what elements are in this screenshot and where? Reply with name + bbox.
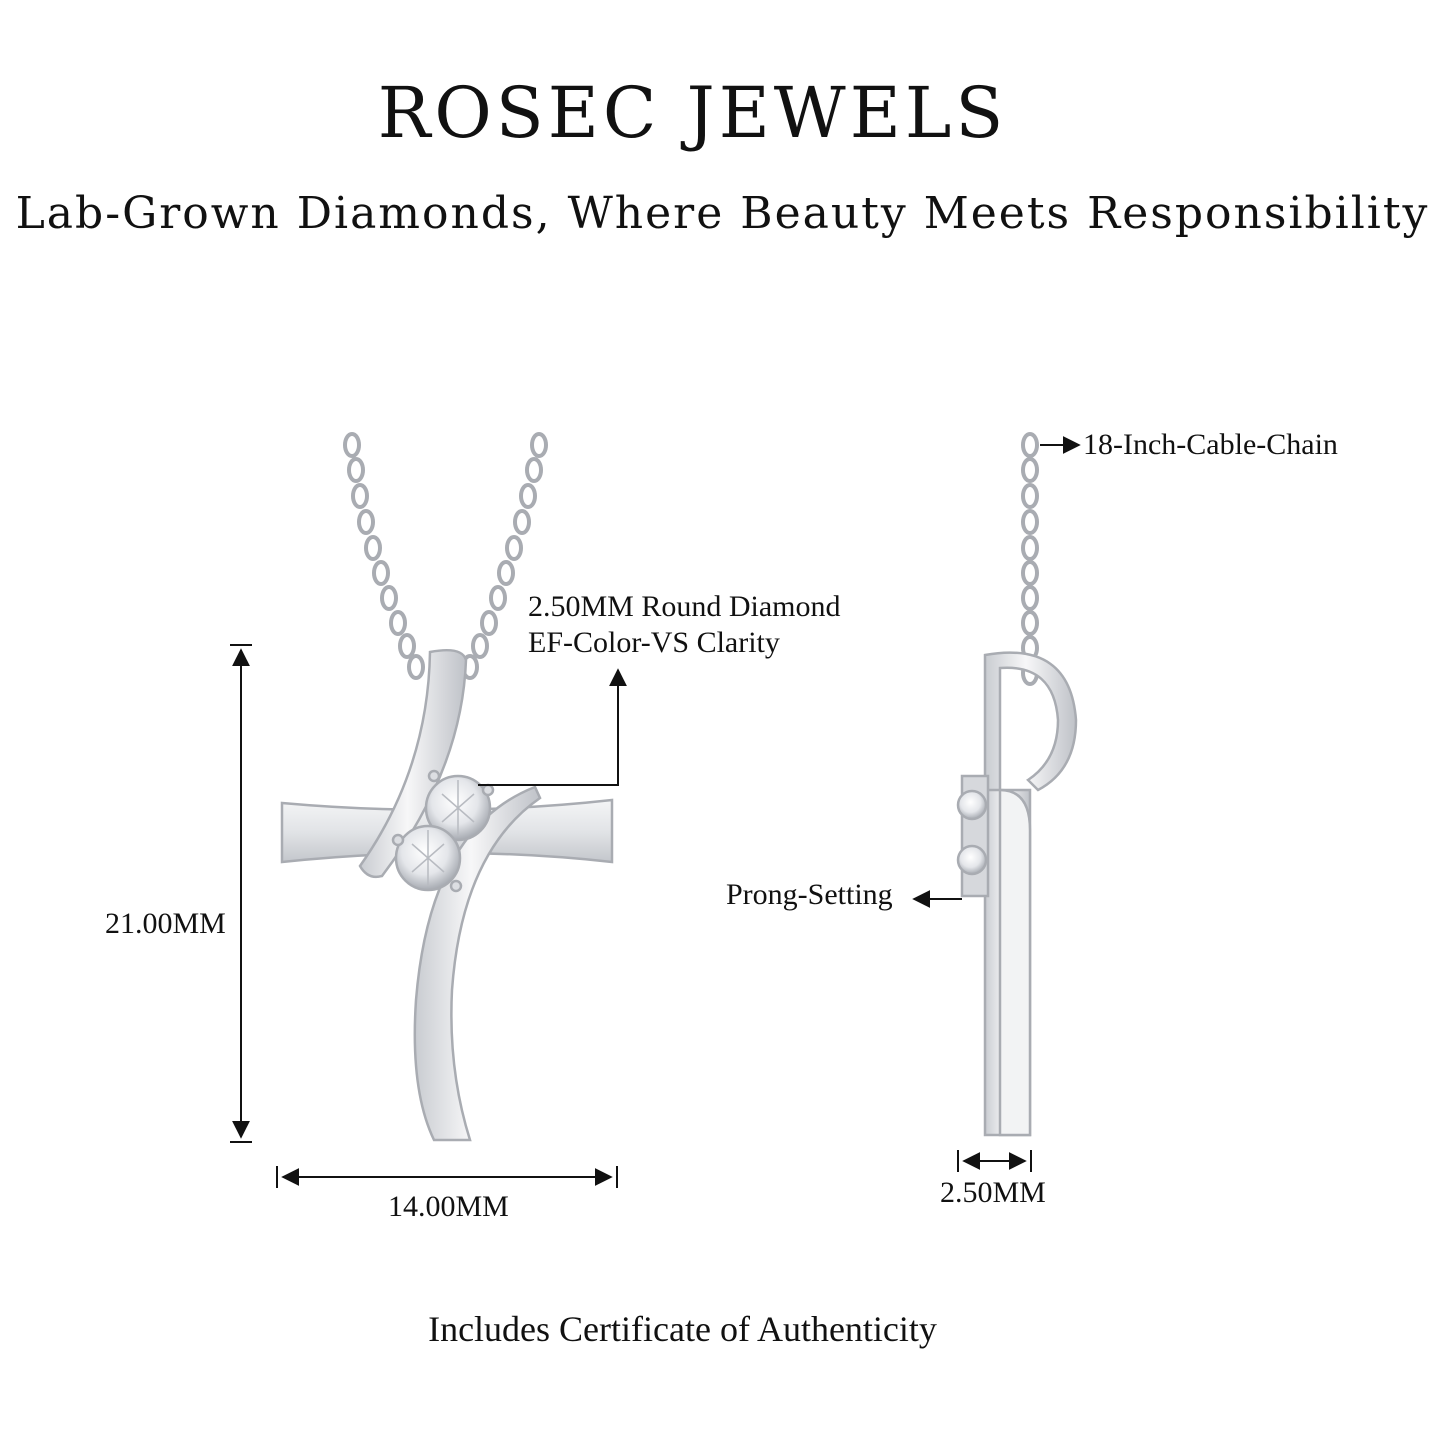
- depth-dimension: [957, 1150, 1032, 1172]
- diamond-callout-line: [478, 668, 627, 786]
- diamond-spec-line1: 2.50MM Round Diamond: [528, 590, 841, 623]
- brand-tagline: Lab-Grown Diamonds, Where Beauty Meets R…: [15, 188, 1430, 239]
- front-cross-pendant: [280, 649, 614, 1142]
- side-chain: [1021, 432, 1039, 686]
- front-chain-left: [343, 432, 425, 680]
- setting-label: Prong-Setting: [726, 878, 893, 911]
- side-pendant-profile: [956, 651, 1078, 1137]
- brand-title: ROSEC JEWELS: [377, 72, 1008, 154]
- height-dimension: [230, 644, 252, 1143]
- chain-label: 18-Inch-Cable-Chain: [1083, 428, 1338, 461]
- certificate-note: Includes Certificate of Authenticity: [428, 1309, 937, 1349]
- depth-label: 2.50MM: [940, 1176, 1046, 1209]
- width-dimension: [276, 1166, 618, 1188]
- width-label: 14.00MM: [388, 1190, 509, 1223]
- diamond-spec-line2: EF-Color-VS Clarity: [528, 626, 780, 659]
- height-label: 21.00MM: [105, 907, 226, 940]
